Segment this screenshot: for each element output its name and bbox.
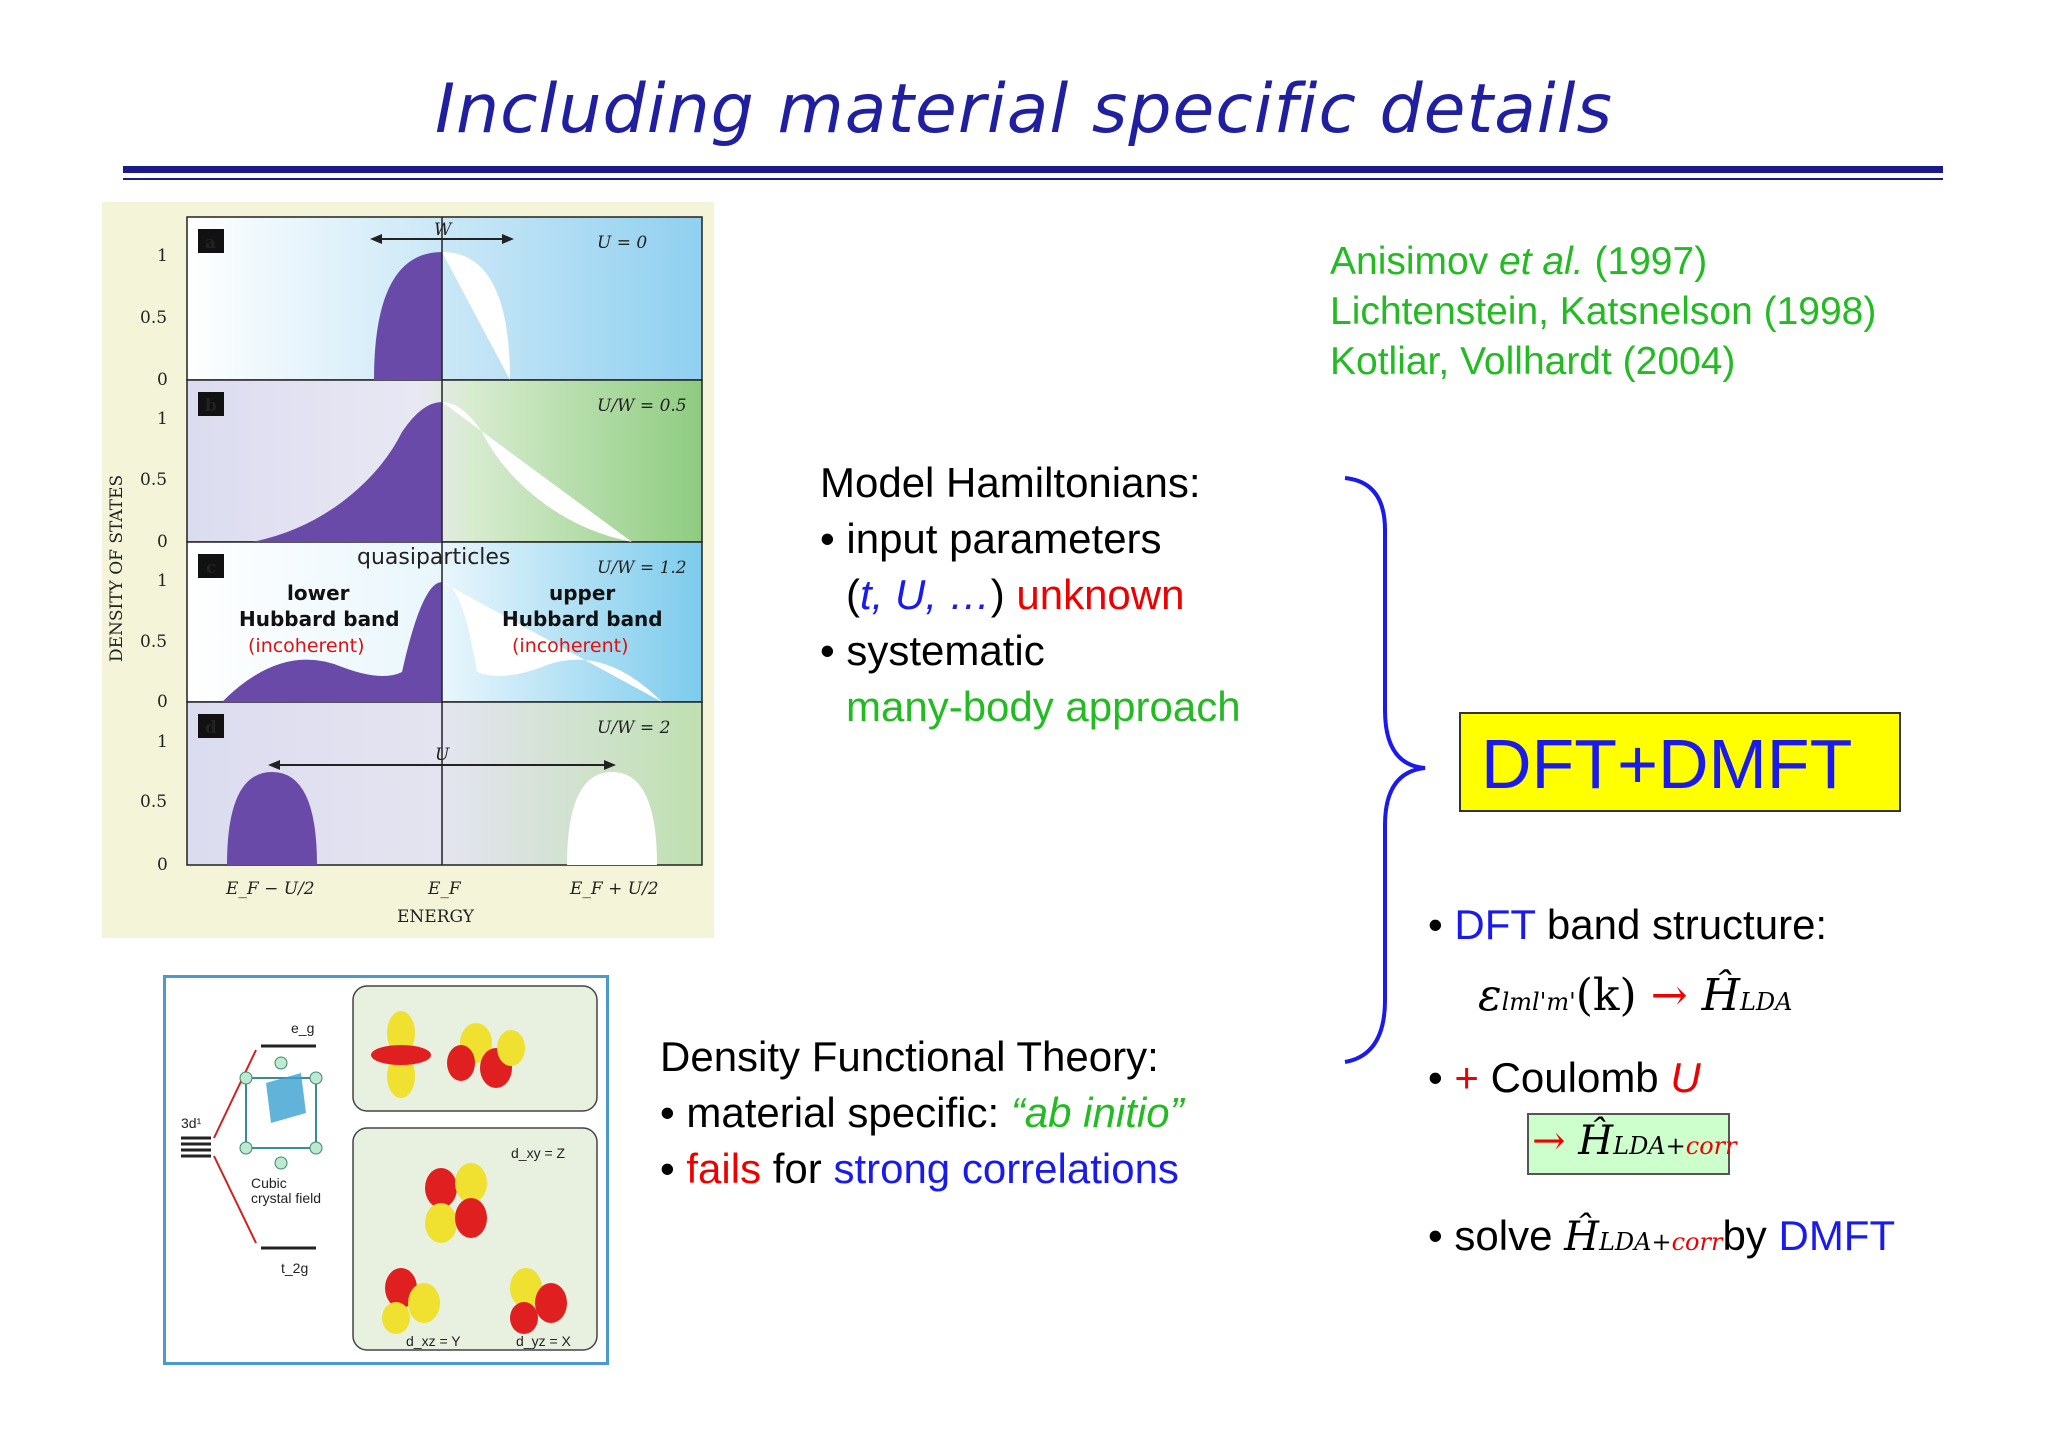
x-tick-right: E_F + U/2 — [569, 879, 659, 899]
quasiparticles-label: quasiparticles — [357, 545, 510, 570]
orbital-figure-svg: e_g t_2g 3d¹ Cubic crystal field d_xy = … — [181, 985, 598, 1351]
dft-dmft-box: DFT+DMFT — [1459, 712, 1901, 812]
reference-anisimov: Anisimov et al. (1997) — [1330, 240, 1708, 283]
panel-b-empty — [442, 402, 632, 542]
references: Anisimov et al. (1997) Lichtenstein, Kat… — [1330, 237, 1876, 387]
panel-b-filled — [252, 402, 442, 542]
lower-label-3: (incoherent) — [248, 635, 365, 657]
model-params-line: (t, U, …) unknown — [846, 571, 1185, 618]
dft-bullet-material: • material specific: “ab initio” — [660, 1089, 1184, 1136]
svg-text:0.5: 0.5 — [140, 632, 167, 652]
reference-kotliar: Kotliar, Vollhardt (2004) — [1330, 340, 1736, 383]
model-many-body: many-body approach — [846, 683, 1241, 730]
panel-d-lower-band — [227, 772, 317, 865]
equation-lda-corr-box — [1527, 1113, 1730, 1175]
svg-text:0.5: 0.5 — [140, 470, 167, 490]
panel-a-letter: a — [205, 233, 216, 253]
title-rule-thick — [123, 166, 1943, 173]
x-axis-label: ENERGY — [397, 907, 475, 927]
dos-figure-svg: a b c d U = 0 U/W = 0.5 U/W = 1.2 U/W = … — [107, 216, 703, 927]
svg-text:0.5: 0.5 — [140, 792, 167, 812]
panel-b-param: U/W = 0.5 — [597, 396, 687, 416]
model-bullet-systematic: • systematic — [820, 627, 1045, 674]
orbital-figure: e_g t_2g 3d¹ Cubic crystal field d_xy = … — [163, 975, 609, 1365]
svg-text:0.5: 0.5 — [140, 308, 167, 328]
slide-title: Including material specific details — [435, 70, 1613, 149]
label-t2g: t_2g — [281, 1260, 308, 1276]
panel-d-param: U/W = 2 — [597, 718, 670, 738]
panel-a-param: U = 0 — [597, 233, 647, 253]
reference-lichtenstein: Lichtenstein, Katsnelson (1998) — [1330, 290, 1877, 333]
panel-b-letter: b — [205, 396, 217, 416]
solve-dmft-bullet: • solve ĤLDA+corrby DMFT — [1428, 1212, 1896, 1260]
panel-c-letter: c — [206, 558, 216, 578]
label-eg: e_g — [291, 1020, 314, 1036]
lower-label-1: lower — [287, 581, 350, 605]
svg-text:0: 0 — [157, 532, 168, 552]
dos-figure: a b c d U = 0 U/W = 0.5 U/W = 1.2 U/W = … — [102, 202, 714, 938]
svg-text:1: 1 — [157, 409, 168, 429]
panel-d-u-label: U — [435, 745, 450, 765]
upper-label-1: upper — [549, 581, 615, 605]
lower-label-2: Hubbard band — [239, 607, 400, 631]
label-3d: 3d¹ — [181, 1115, 202, 1131]
svg-text:1: 1 — [157, 246, 168, 266]
svg-text:1: 1 — [157, 571, 168, 591]
svg-text:0: 0 — [157, 855, 168, 875]
x-tick-mid: E_F — [427, 879, 462, 899]
upper-label-2: Hubbard band — [502, 607, 663, 631]
label-cubic-2: crystal field — [251, 1190, 321, 1206]
y-axis-label: DENSITY OF STATES — [107, 475, 127, 662]
label-cubic-1: Cubic — [251, 1175, 287, 1191]
panel-d-letter: d — [205, 718, 217, 738]
svg-text:1: 1 — [157, 732, 168, 752]
label-dyz: d_yz = X — [516, 1333, 572, 1349]
panel-c-param: U/W = 1.2 — [597, 558, 687, 578]
x-tick-left: E_F − U/2 — [225, 879, 315, 899]
label-dxy: d_xy = Z — [511, 1145, 566, 1161]
panel-d-upper-band — [567, 772, 657, 865]
panel-a-bg — [186, 216, 703, 381]
dft-band-structure-bullet: • DFT band structure: — [1428, 901, 1828, 948]
panel-a-empty — [442, 252, 510, 380]
equation-lda-corr: → ĤLDA+corr — [1532, 1118, 1737, 1164]
equation-lda: εlml'm'(k) → ĤLDA — [1478, 970, 1793, 1021]
model-hamiltonians-block: Model Hamiltonians: • input parameters (… — [820, 455, 1241, 735]
dft-heading: Density Functional Theory: — [660, 1033, 1159, 1080]
panel-a-w-label: W — [434, 220, 453, 240]
upper-label-3: (incoherent) — [512, 635, 629, 657]
dft-block: Density Functional Theory: • material sp… — [660, 1029, 1184, 1197]
panel-c-filled — [222, 582, 442, 702]
svg-text:0: 0 — [157, 692, 168, 712]
y-ticks: 1 0.5 0 1 0.5 0 1 0.5 0 1 0.5 0 — [140, 246, 168, 875]
panel-c-empty — [442, 582, 662, 702]
curly-brace — [1344, 476, 1426, 1064]
svg-text:0: 0 — [157, 370, 168, 390]
title-rule-thin — [123, 178, 1943, 180]
model-heading: Model Hamiltonians: — [820, 459, 1201, 506]
label-dxz: d_xz = Y — [406, 1333, 461, 1349]
panel-b-bg — [186, 379, 703, 543]
coulomb-u-bullet: • + Coulomb U — [1428, 1054, 1701, 1101]
model-bullet-input: • input parameters — [820, 515, 1162, 562]
panel-a-filled — [374, 252, 442, 380]
dft-bullet-fails: • fails for strong correlations — [660, 1145, 1179, 1192]
